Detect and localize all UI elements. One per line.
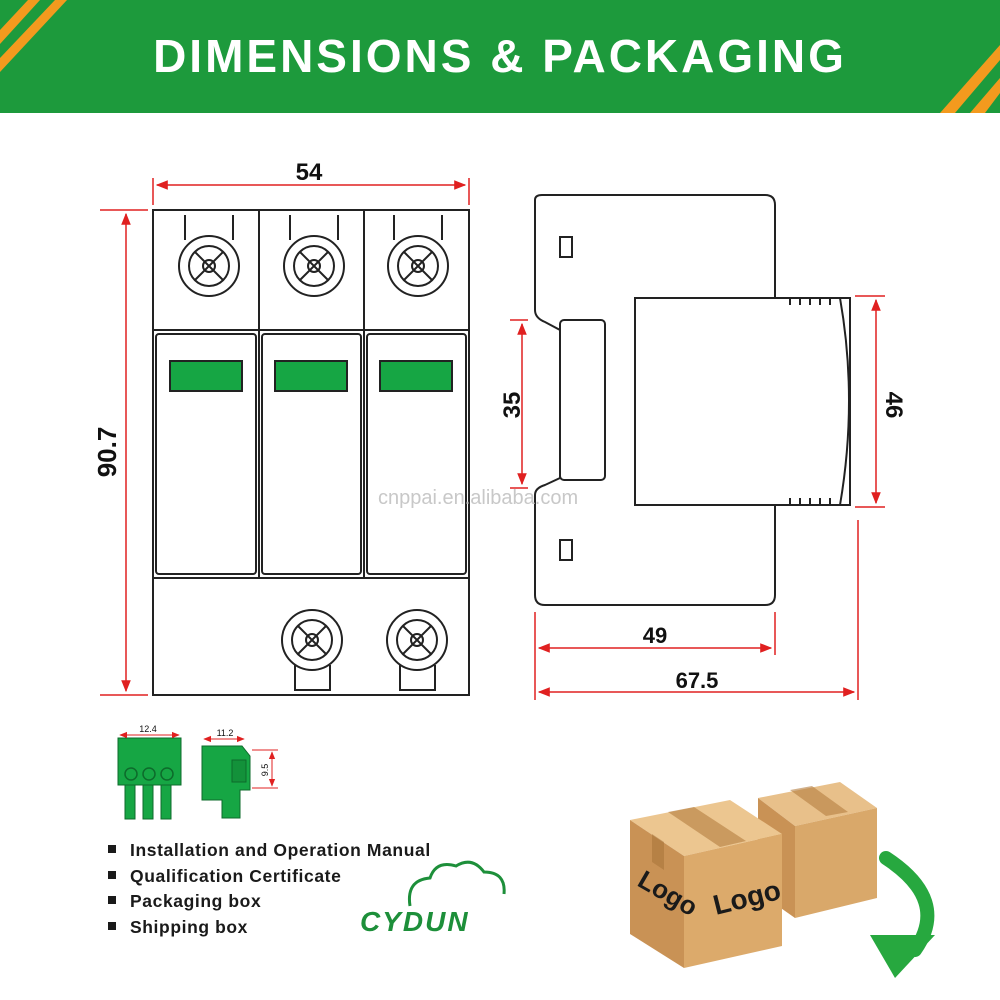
indicator-window-2: [274, 360, 348, 392]
dim-side-depth-inner: 49: [643, 623, 667, 648]
header-banner: DIMENSIONS & PACKAGING: [0, 0, 1000, 113]
indicator-windows: [169, 360, 453, 392]
brand-logo: CYDUN: [360, 906, 470, 937]
bullet-icon: [108, 896, 116, 905]
indicator-window-1: [169, 360, 243, 392]
watermark-text: cnppai.en.alibaba.com: [378, 487, 579, 509]
side-view: [534, 194, 851, 606]
list-item: Installation and Operation Manual: [108, 838, 528, 864]
list-item: Packaging box: [108, 889, 528, 915]
bullet-icon: [108, 845, 116, 854]
dim-side-front: 46: [880, 392, 907, 419]
terminal-dim-height: 9.5: [260, 764, 270, 777]
package-list: Installation and Operation Manual Qualif…: [108, 838, 528, 940]
list-item: Shipping box: [108, 915, 528, 941]
terminal-block-front: [117, 737, 182, 820]
banner-graphic: [0, 0, 1000, 113]
bullet-icon: [108, 870, 116, 879]
dim-front-height: 90.7: [92, 427, 122, 478]
terminal-dim-width-b: 11.2: [217, 728, 234, 738]
brand-cloud-icon: [407, 860, 506, 907]
terminal-block-side: [201, 745, 251, 819]
front-dimension-lines: [100, 178, 470, 696]
curved-arrow-icon: [870, 851, 935, 978]
page-title: DIMENSIONS & PACKAGING: [153, 30, 847, 82]
bullet-icon: [108, 921, 116, 930]
list-item: Qualification Certificate: [108, 864, 528, 890]
side-dimension-lines: [510, 295, 885, 700]
dim-side-rail: 35: [499, 392, 526, 419]
dim-front-width: 54: [296, 159, 323, 186]
terminal-dim-width-a: 12.4: [139, 724, 157, 734]
indicator-window-3: [379, 360, 453, 392]
packaging-boxes: [630, 782, 877, 968]
terminal-dim-lines: [119, 731, 278, 789]
dim-side-depth-total: 67.5: [676, 668, 719, 693]
front-view: [152, 209, 470, 696]
